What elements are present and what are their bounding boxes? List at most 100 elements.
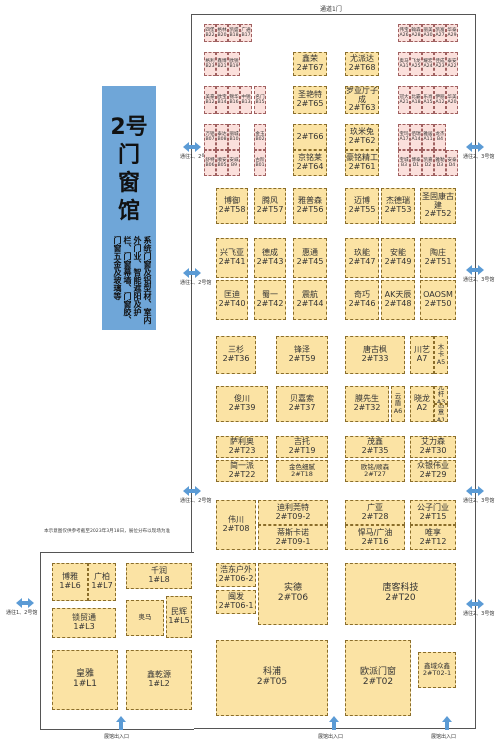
booth-small-group[interactable]: 奥马 — [126, 600, 164, 636]
booth-T66[interactable]: 2#T66 — [293, 124, 327, 150]
